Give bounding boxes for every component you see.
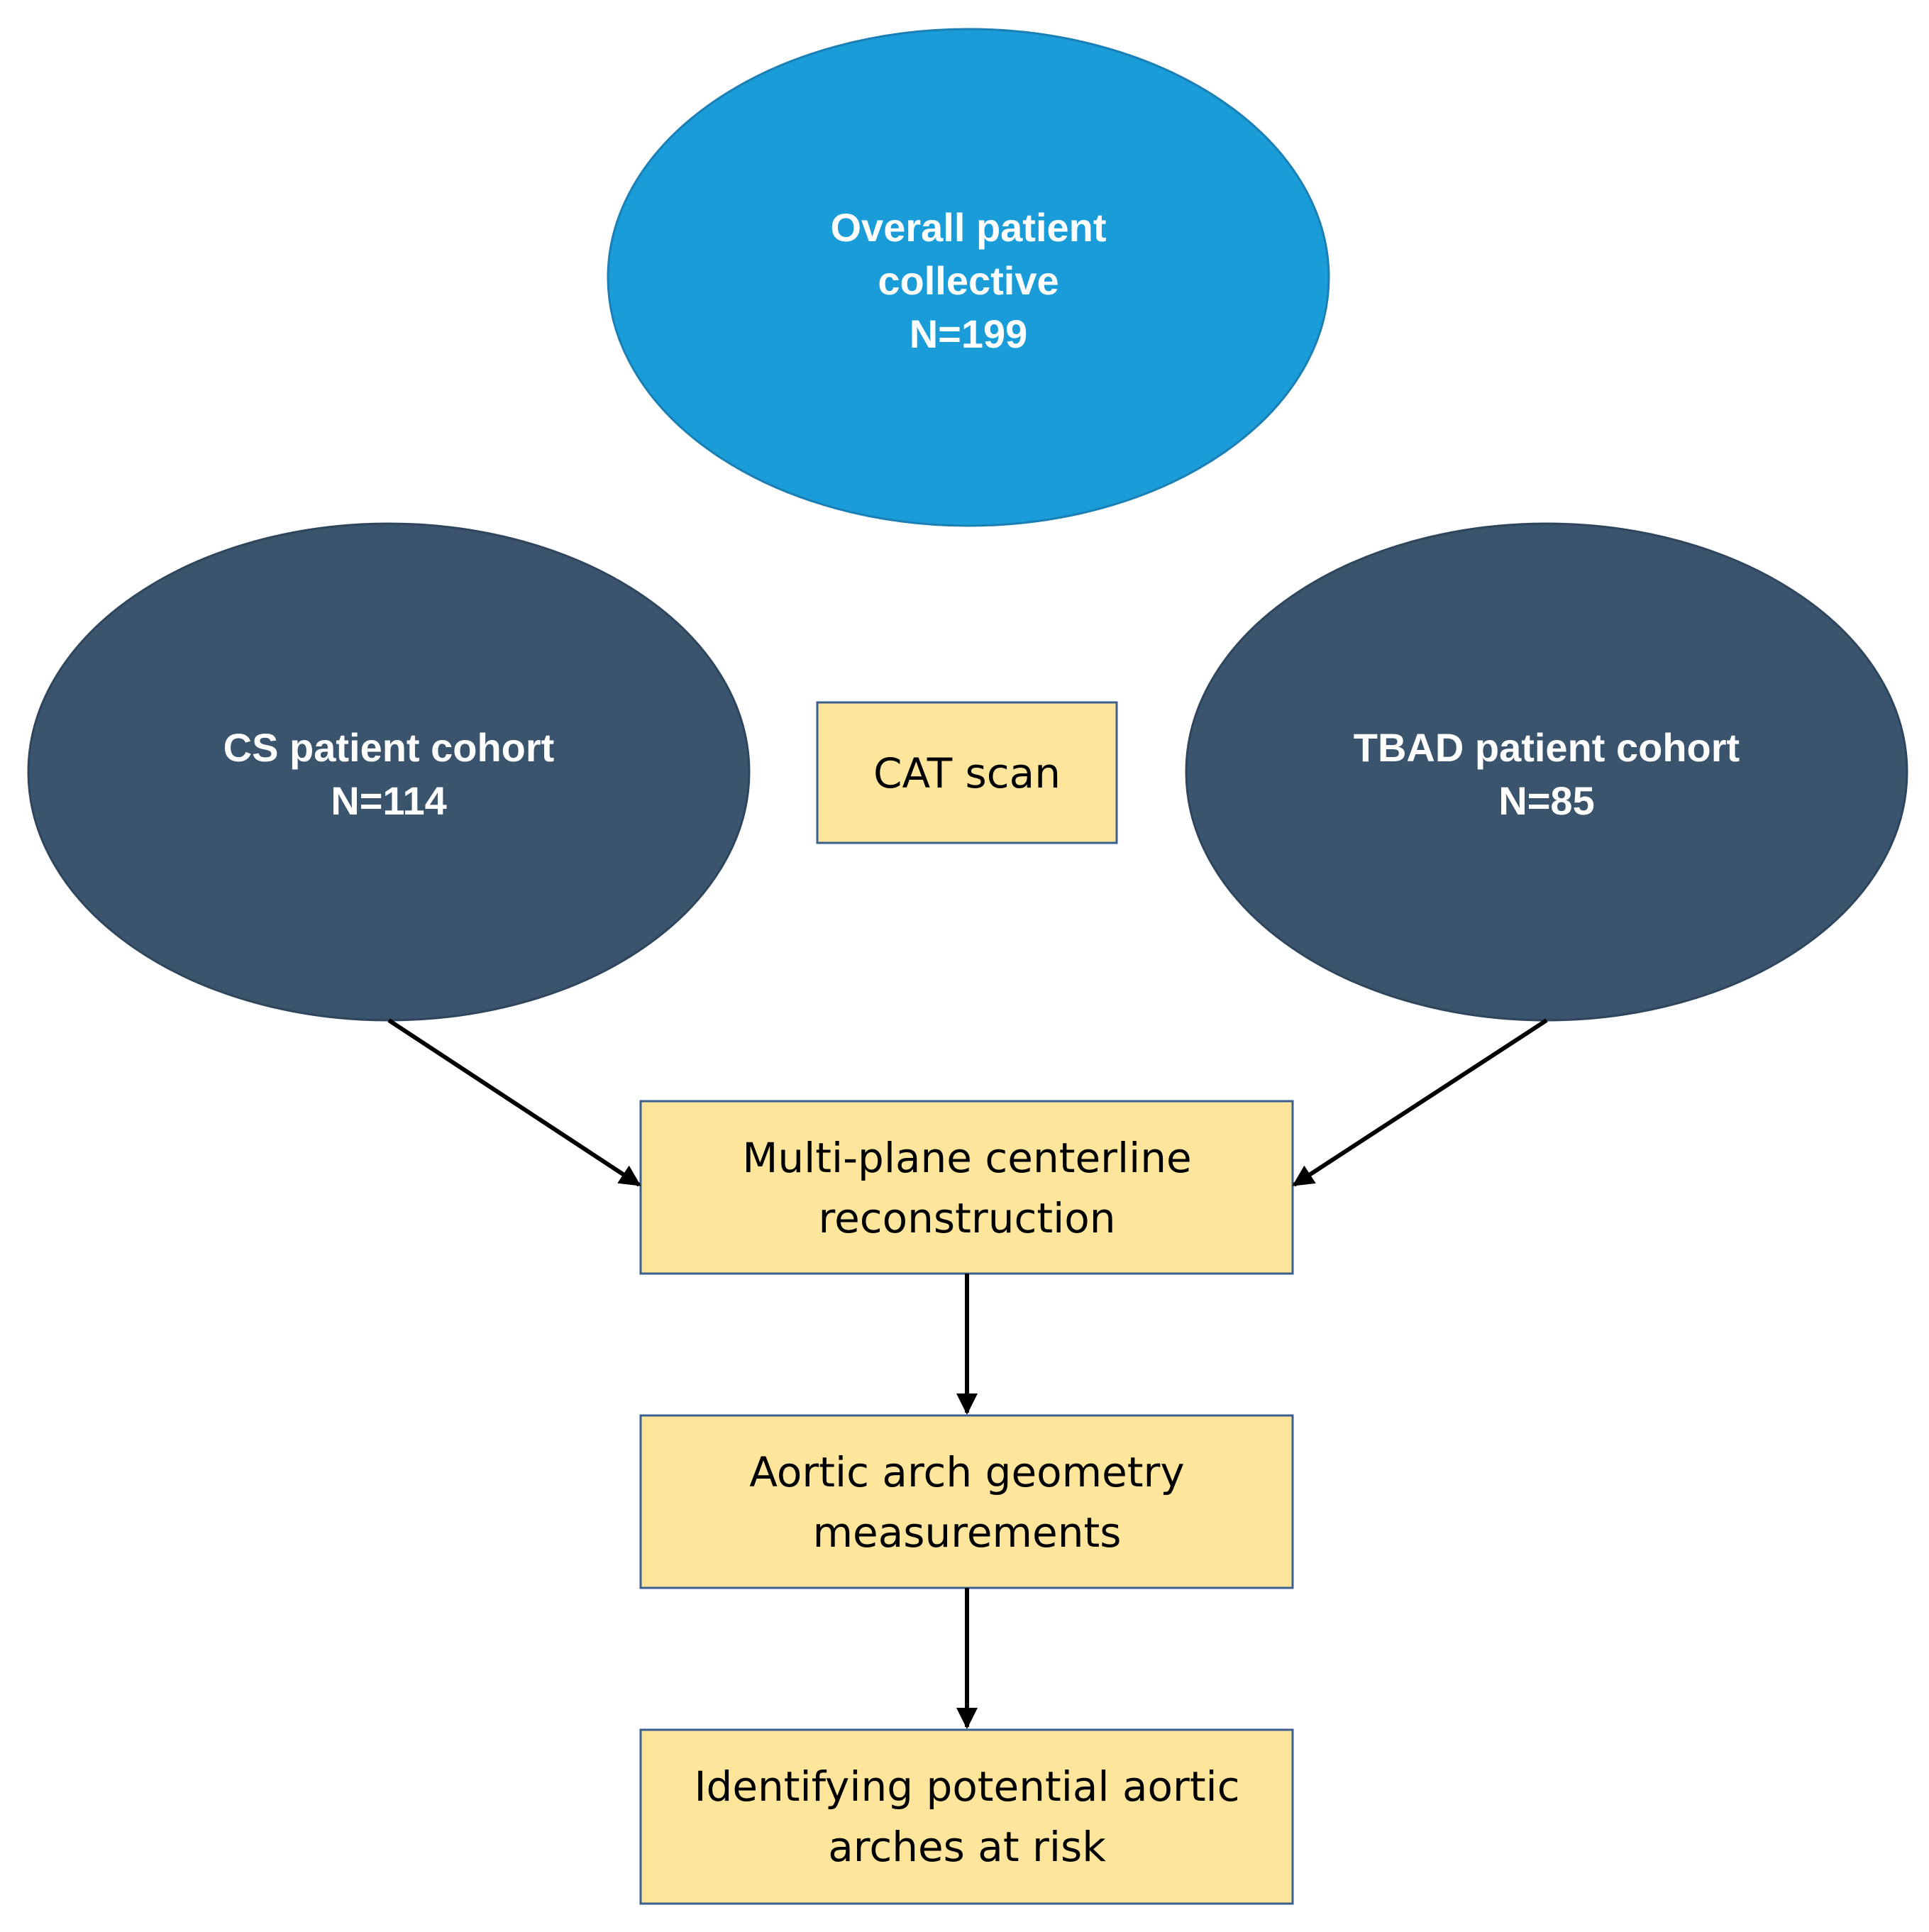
overall-collective-label-2: collective xyxy=(878,258,1059,303)
cs-cohort-label: CS patient cohort xyxy=(223,725,555,770)
identifying-box xyxy=(639,1728,1294,1905)
tbad-cohort-node: TBAD patient cohort N=85 xyxy=(1185,522,1908,1022)
reconstruction-label-1: Multi-plane centerline xyxy=(742,1134,1191,1182)
overall-collective-ellipse xyxy=(607,28,1330,527)
overall-collective-label-1: Overall patient xyxy=(830,205,1106,250)
reconstruction-label-2: reconstruction xyxy=(819,1194,1116,1242)
measurements-label-1: Aortic arch geometry xyxy=(749,1448,1184,1496)
arrow-tbad-to-reconstruction xyxy=(1292,1018,1548,1187)
reconstruction-node: Multi-plane centerline reconstruction xyxy=(639,1100,1294,1275)
cs-cohort-node: CS patient cohort N=114 xyxy=(27,522,751,1022)
cs-cohort-ellipse xyxy=(27,522,751,1022)
tbad-cohort-count: N=85 xyxy=(1498,778,1594,823)
cat-scan-box xyxy=(816,701,1118,844)
cat-scan-label: CAT scan xyxy=(873,749,1061,797)
tbad-cohort-ellipse xyxy=(1185,522,1908,1022)
identifying-node: Identifying potential aortic arches at r… xyxy=(639,1728,1294,1905)
tbad-cohort-label: TBAD patient cohort xyxy=(1354,725,1740,770)
measurements-box xyxy=(639,1414,1294,1589)
cat-scan-node: CAT scan xyxy=(816,701,1118,844)
identifying-label-1: Identifying potential aortic xyxy=(694,1762,1239,1811)
overall-collective-count: N=199 xyxy=(910,311,1028,356)
measurements-node: Aortic arch geometry measurements xyxy=(639,1414,1294,1589)
cs-cohort-count: N=114 xyxy=(331,778,447,823)
identifying-label-2: arches at risk xyxy=(828,1823,1106,1871)
overall-collective-node: Overall patient collective N=199 xyxy=(607,28,1330,527)
arrow-cs-to-reconstruction xyxy=(387,1018,641,1187)
reconstruction-box xyxy=(639,1100,1294,1275)
measurements-label-2: measurements xyxy=(813,1508,1122,1557)
